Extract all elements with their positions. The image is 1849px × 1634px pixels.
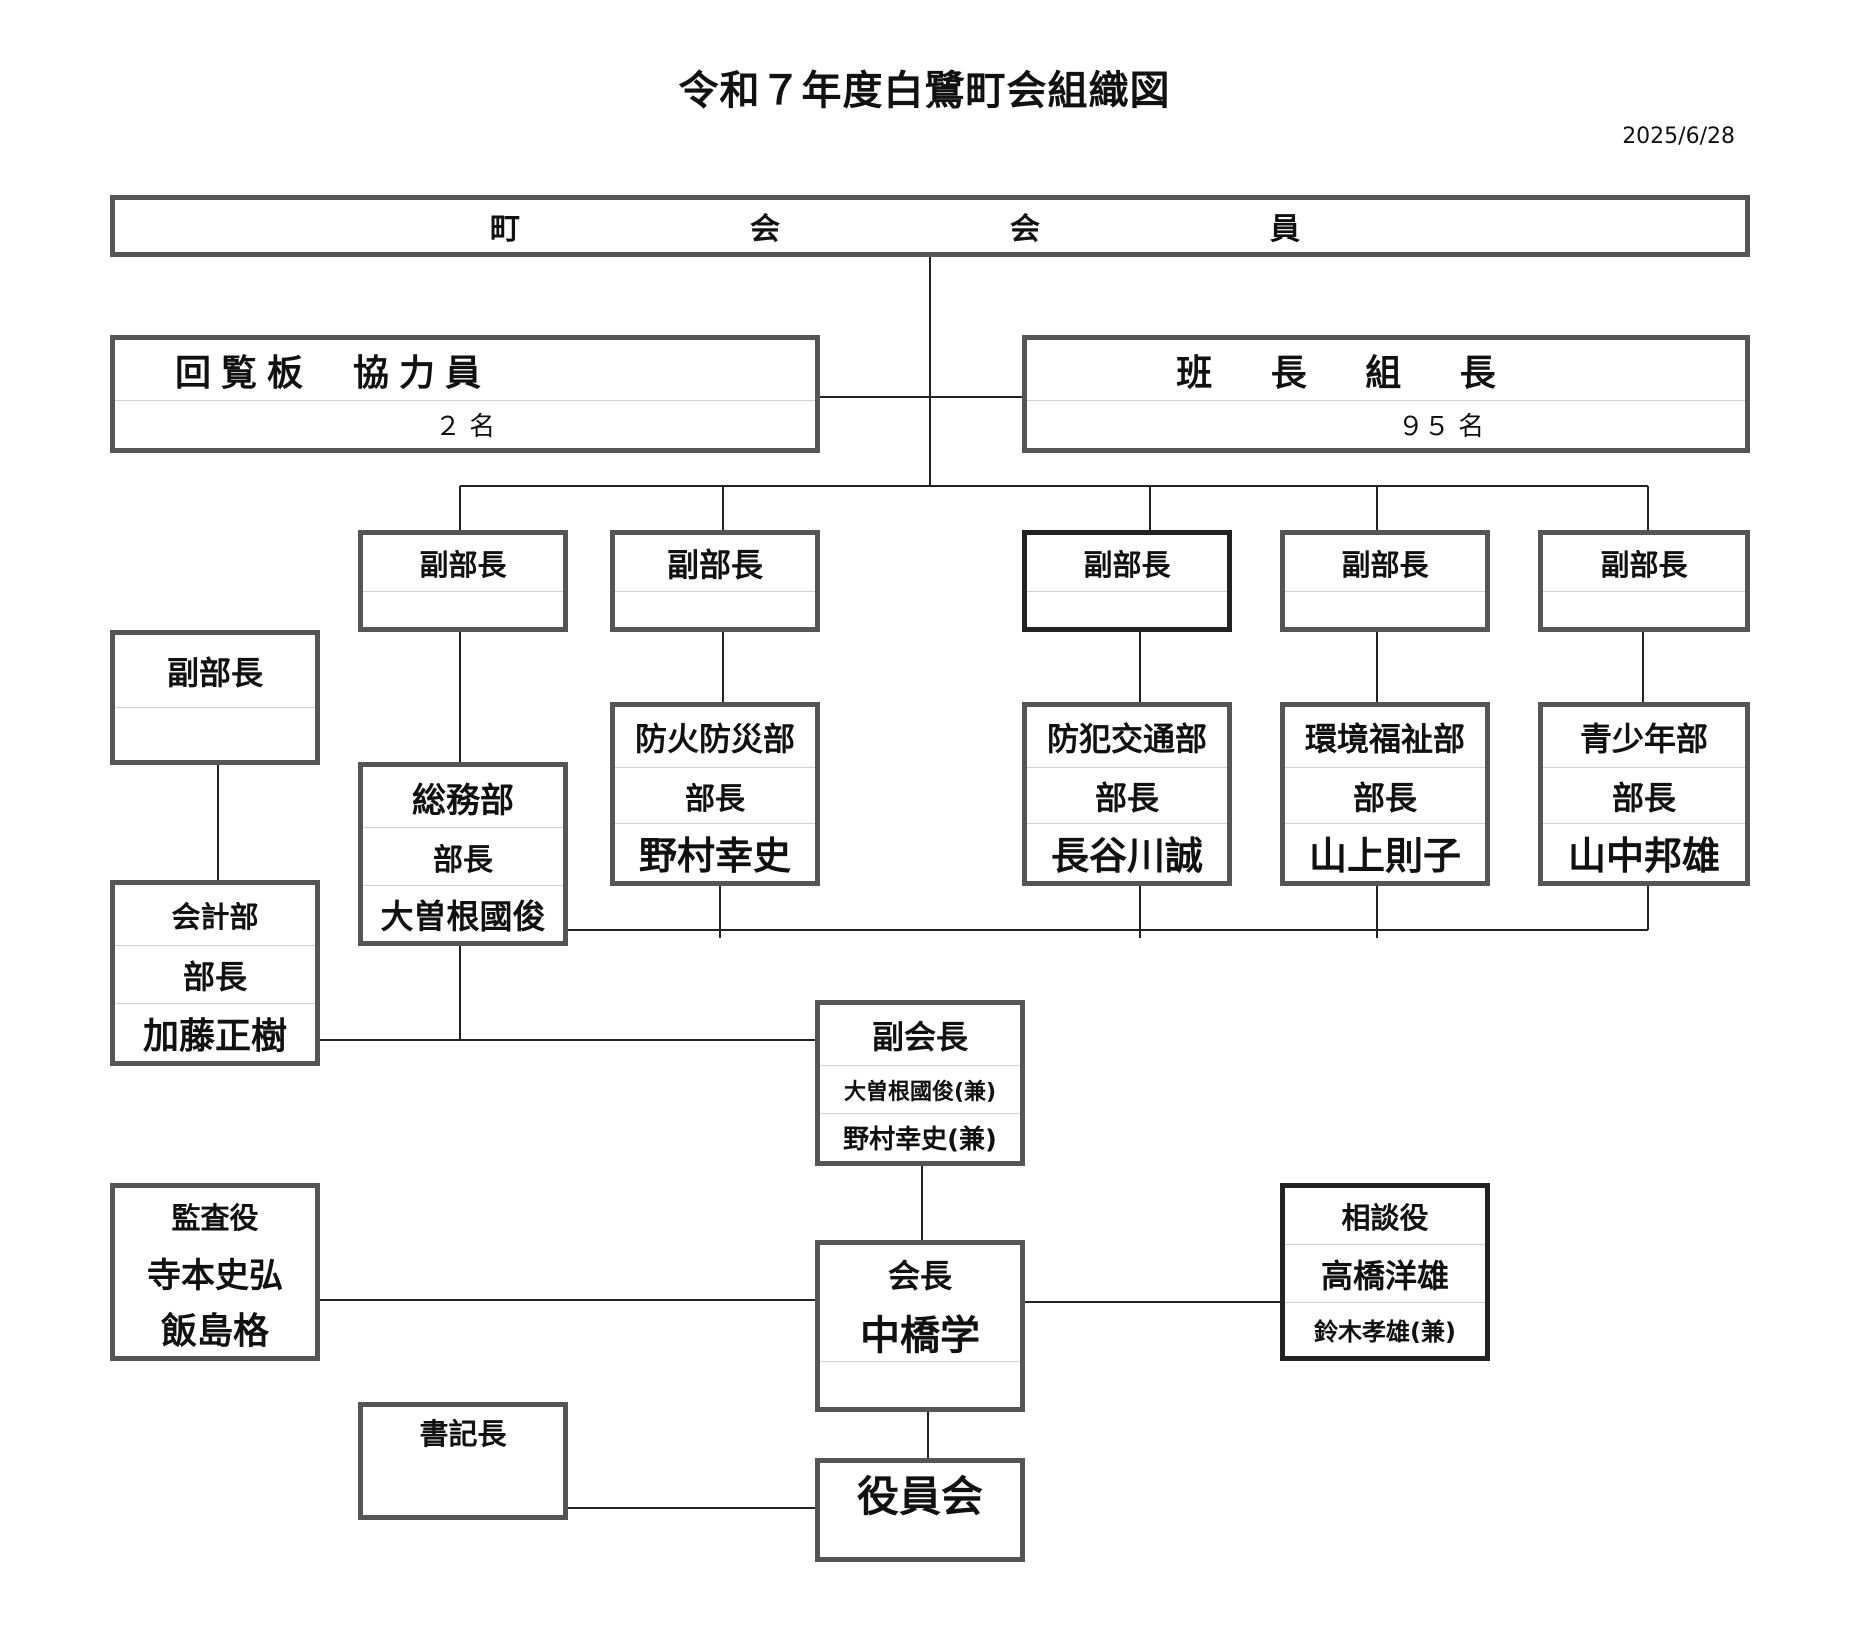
advisor-box: 相談役 高橋洋雄 鈴木孝雄(兼)	[1280, 1183, 1490, 1361]
dept-role: 部長	[1285, 767, 1485, 823]
chair-person: 中橋学	[860, 1313, 980, 1359]
auditor-person: 飯島格	[160, 1311, 269, 1352]
dept-kaikei: 会計部 部長 加藤正樹	[110, 880, 320, 1066]
dept-person: 山中邦雄	[1543, 823, 1745, 881]
members-char: 員	[1270, 212, 1300, 247]
vice-head-somu: 副部長	[358, 530, 568, 632]
vice-head-seishonen: 副部長	[1538, 530, 1750, 632]
members-char: 会	[750, 212, 780, 247]
dept-kankyo: 環境福祉部 部長 山上則子	[1280, 702, 1490, 886]
advisor-person: 高橋洋雄	[1285, 1244, 1485, 1302]
dept-name: 青少年部	[1579, 720, 1708, 758]
vice-head-kankyo: 副部長	[1280, 530, 1490, 632]
chair-box: 会長 中橋学	[815, 1240, 1025, 1412]
kairanban-title-1: 回覧板	[175, 353, 314, 394]
hancho-char: 組	[1365, 353, 1402, 394]
dept-person: 長谷川誠	[1027, 823, 1227, 881]
hancho-char: 長	[1459, 353, 1496, 394]
page-title: 令和７年度白鷺町会組織図	[678, 68, 1171, 114]
dept-name: 環境福祉部	[1304, 720, 1465, 758]
dept-role: 部長	[115, 945, 315, 1003]
dept-name: 防火防災部	[634, 720, 795, 758]
vice-head-bouka: 副部長	[610, 530, 820, 632]
members-char: 町	[490, 212, 520, 247]
secretary-box: 書記長	[358, 1402, 568, 1520]
vice-chair-box: 副会長 大曽根國俊(兼) 野村幸史(兼)	[815, 1000, 1025, 1166]
auditor-title: 監査役	[171, 1201, 259, 1235]
dept-name: 会計部	[171, 900, 259, 934]
auditor-box: 監査役 寺本史弘 飯島格	[110, 1183, 320, 1361]
dept-seishonen: 青少年部 部長 山中邦雄	[1538, 702, 1750, 886]
advisor-person: 鈴木孝雄(兼)	[1285, 1302, 1485, 1356]
date-label: 2025/6/28	[1622, 124, 1735, 149]
vice-chair-person: 野村幸史(兼)	[820, 1113, 1020, 1161]
dept-role: 部長	[363, 827, 563, 885]
vice-chair-title: 副会長	[871, 1018, 968, 1056]
vice-chair-person: 大曽根國俊(兼)	[820, 1065, 1020, 1113]
dept-bouhan: 防犯交通部 部長 長谷川誠	[1022, 702, 1232, 886]
advisor-title: 相談役	[1341, 1201, 1429, 1235]
hancho-count: ９５ 名	[1027, 400, 1745, 448]
dept-somu: 総務部 部長 大曽根國俊	[358, 762, 568, 946]
dept-person: 大曽根國俊	[363, 885, 563, 941]
dept-role: 部長	[1543, 767, 1745, 823]
secretary-title: 書記長	[419, 1417, 507, 1451]
vice-head-label: 副部長	[666, 546, 763, 584]
dept-name: 防犯交通部	[1046, 720, 1207, 758]
kairanban-box: 回覧板 協力員 ２ 名	[110, 335, 820, 453]
vice-head-label: 副部長	[1341, 548, 1429, 582]
members-box: 町 会 会 員	[110, 195, 1750, 257]
vice-head-label: 副部長	[1083, 548, 1171, 582]
board-title: 役員会	[856, 1471, 983, 1521]
vice-head-label: 副部長	[1600, 548, 1688, 582]
chair-title: 会長	[887, 1257, 952, 1295]
vice-head-label: 副部長	[419, 548, 507, 582]
dept-person: 加藤正樹	[115, 1003, 315, 1061]
vice-head-label: 副部長	[166, 654, 263, 692]
dept-role: 部長	[615, 767, 815, 823]
hancho-char: 班	[1176, 353, 1213, 394]
board-box: 役員会	[815, 1458, 1025, 1562]
dept-bouka: 防火防災部 部長 野村幸史	[610, 702, 820, 886]
auditor-person: 寺本史弘	[147, 1255, 283, 1296]
dept-role: 部長	[1027, 767, 1227, 823]
kairanban-title-2: 協力員	[353, 353, 492, 394]
dept-person: 山上則子	[1285, 823, 1485, 881]
vice-head-kaikei: 副部長	[110, 630, 320, 765]
dept-name: 総務部	[412, 780, 514, 821]
vice-head-bouhan: 副部長	[1022, 530, 1232, 632]
hancho-char: 長	[1270, 353, 1307, 394]
kairanban-count: ２ 名	[115, 400, 815, 448]
members-char: 会	[1010, 212, 1040, 247]
hancho-box: 班 長 組 長 ９５ 名	[1022, 335, 1750, 453]
dept-person: 野村幸史	[615, 823, 815, 881]
